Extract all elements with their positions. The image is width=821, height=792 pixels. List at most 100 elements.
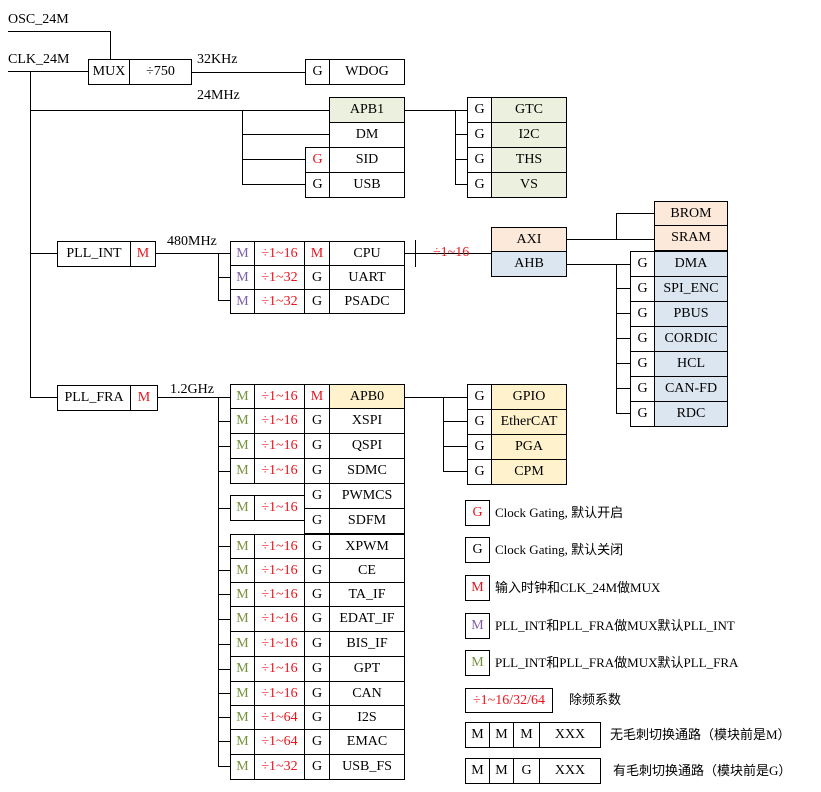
freq-1-2ghz-label: 1.2GHz [170, 382, 214, 397]
ce-mux: M [230, 558, 255, 583]
legend-glitch-c3: G [513, 758, 540, 784]
cpu-div: ÷1~16 [254, 241, 305, 266]
pbus-line [616, 313, 630, 314]
gtc-box: GTC [491, 97, 567, 123]
bis-if-box: BIS_IF [329, 631, 405, 657]
sid-gate: G [305, 147, 330, 173]
usb-box: USB [329, 172, 405, 198]
i2c-line [455, 134, 467, 135]
i2s-gate: G [304, 705, 330, 730]
usb-fs-gate: G [304, 754, 330, 780]
uart-box: UART [329, 265, 405, 290]
cordic-box: CORDIC [654, 326, 728, 352]
legend-m-olive-symbol: M [465, 650, 490, 676]
legend-g-red-symbol: G [465, 500, 490, 526]
legend-glitch-free-text: 无毛刺切换通路（模块前是M） [610, 727, 791, 742]
edat-if-div: ÷1~16 [254, 606, 305, 632]
legend-glitch-free-c2: M [489, 722, 514, 748]
xspi-mux: M [230, 408, 255, 434]
ahb-box: AHB [491, 251, 567, 277]
pwm-group-mux: M [230, 495, 255, 521]
cpu-box: CPU [329, 241, 405, 266]
qspi-div: ÷1~16 [254, 433, 305, 459]
hcl-box: HCL [654, 351, 728, 377]
freq-24mhz-label: 24MHz [197, 88, 240, 103]
cpu-gate: M [304, 241, 330, 266]
legend-div-text: 除频系数 [569, 692, 622, 707]
pga-box: PGA [491, 434, 567, 460]
emac-mux: M [230, 729, 255, 755]
psadc-div: ÷1~32 [254, 289, 305, 314]
legend-glitch-text: 有毛刺切换通路（模块前是G） [613, 763, 792, 778]
gpio-box: GPIO [491, 384, 567, 410]
cpu-bus-bracket [415, 240, 416, 267]
pwmcs-gate: G [304, 483, 330, 509]
xpwm-gate: G [304, 534, 330, 559]
cpm-line [443, 471, 467, 472]
sid-box: SID [329, 147, 405, 173]
edat-if-box: EDAT_IF [329, 606, 405, 632]
gpt-box: GPT [329, 656, 405, 682]
axi-branch [616, 213, 617, 239]
sdmc-box: SDMC [329, 458, 405, 484]
cpm-box: CPM [491, 459, 567, 485]
pbus-box: PBUS [654, 301, 728, 327]
bis-if-div: ÷1~16 [254, 631, 305, 657]
sdmc-div: ÷1~16 [254, 458, 305, 484]
legend-g-red-text: Clock Gating, 默认开启 [495, 505, 624, 520]
usb-fs-mux: M [230, 754, 255, 780]
i2s-box: I2S [329, 705, 405, 730]
qspi-line [218, 446, 230, 447]
brom-line [616, 213, 654, 214]
legend-glitch-free-c1: M [465, 722, 490, 748]
vs-gate: G [467, 172, 492, 198]
wdog-gate: G [305, 59, 330, 85]
pga-gate: G [467, 434, 492, 460]
i2s-line [218, 717, 230, 718]
edat-if-gate: G [304, 606, 330, 632]
xpwm-mux: M [230, 534, 255, 559]
clk-trunk-line [30, 71, 31, 397]
pwm-line [218, 508, 230, 509]
ce-box: CE [329, 558, 405, 583]
usb-gate: G [305, 172, 330, 198]
ta-if-line [218, 594, 230, 595]
gtc-gate: G [467, 97, 492, 123]
ahb-branch [616, 264, 617, 414]
spi-enc-line [616, 288, 630, 289]
usb-fs-div: ÷1~32 [254, 754, 305, 780]
gpio-gate: G [467, 384, 492, 410]
sdmc-gate: G [304, 458, 330, 484]
sid-line [242, 159, 305, 160]
legend-glitch-c4: XXX [539, 758, 601, 784]
qspi-gate: G [304, 433, 330, 459]
xspi-div: ÷1~16 [254, 408, 305, 434]
psadc-line [218, 300, 230, 301]
mux-box: MUX [88, 59, 130, 85]
cpu-mux: M [230, 241, 255, 266]
legend-m-red-symbol: M [465, 575, 490, 601]
gpt-mux: M [230, 656, 255, 682]
pwmcs-box: PWMCS [329, 483, 405, 509]
edat-if-mux: M [230, 606, 255, 632]
ths-box: THS [491, 147, 567, 173]
apb0-out-branch [443, 397, 444, 471]
wdog-line [192, 72, 305, 73]
apb1-line [30, 110, 329, 111]
legend-g-black-symbol: G [465, 537, 490, 563]
apb1-out-line [405, 110, 467, 111]
vs-line [455, 184, 467, 185]
rdc-box: RDC [654, 401, 728, 427]
legend-m-purple-text: PLL_INT和PLL_FRA做MUX默认PLL_INT [495, 618, 735, 633]
uart-div: ÷1~32 [254, 265, 305, 290]
freq-32khz-label: 32KHz [197, 52, 238, 67]
hcl-gate: G [630, 351, 655, 377]
emac-div: ÷1~64 [254, 729, 305, 755]
pll-int-in-line [30, 253, 57, 254]
pll-fra-branch [218, 397, 219, 767]
gpt-gate: G [304, 656, 330, 682]
can-line [218, 693, 230, 694]
clk-line [8, 71, 88, 72]
pbus-gate: G [630, 301, 655, 327]
